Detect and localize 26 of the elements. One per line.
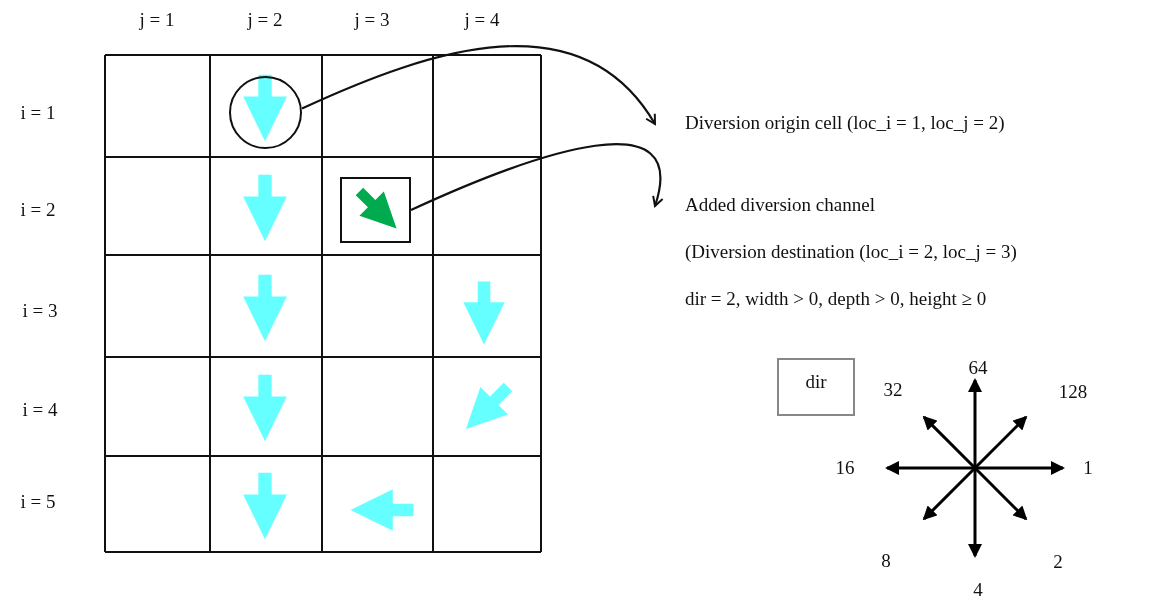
pointer-arrow (410, 143, 663, 211)
column-label: j = 1 (139, 9, 175, 31)
direction-code-label: 64 (968, 357, 988, 379)
column-label: j = 3 (354, 9, 390, 31)
direction-code-label: 16 (835, 457, 855, 479)
direction-code-label: 128 (1058, 381, 1088, 403)
direction-code-label: 2 (1053, 551, 1063, 573)
row-label: i = 5 (20, 491, 56, 513)
highlight-circle (229, 76, 302, 149)
direction-code-label: 8 (881, 550, 891, 572)
row-label: i = 3 (22, 300, 58, 322)
row-label: i = 2 (20, 199, 56, 221)
annotation-text: Diversion origin cell (loc_i = 1, loc_j = 2) (685, 112, 1005, 134)
column-label: j = 2 (247, 9, 283, 31)
annotation-text: Added diversion channel (685, 194, 876, 216)
highlight-box (340, 177, 411, 243)
pointer-arrow (301, 45, 656, 125)
column-label: j = 4 (464, 9, 500, 31)
annotation-text: (Diversion destination (loc_i = 2, loc_j = 3) (685, 241, 1017, 263)
annotation-text: dir = 2, width > 0, depth > 0, height ≥ 0 (685, 288, 988, 310)
row-label: i = 4 (22, 399, 58, 421)
direction-code-label: 1 (1083, 457, 1093, 479)
direction-code-label: 4 (973, 579, 983, 601)
row-label: i = 1 (20, 102, 56, 124)
direction-code-label: 32 (883, 379, 903, 401)
label-box: dir (777, 358, 855, 416)
